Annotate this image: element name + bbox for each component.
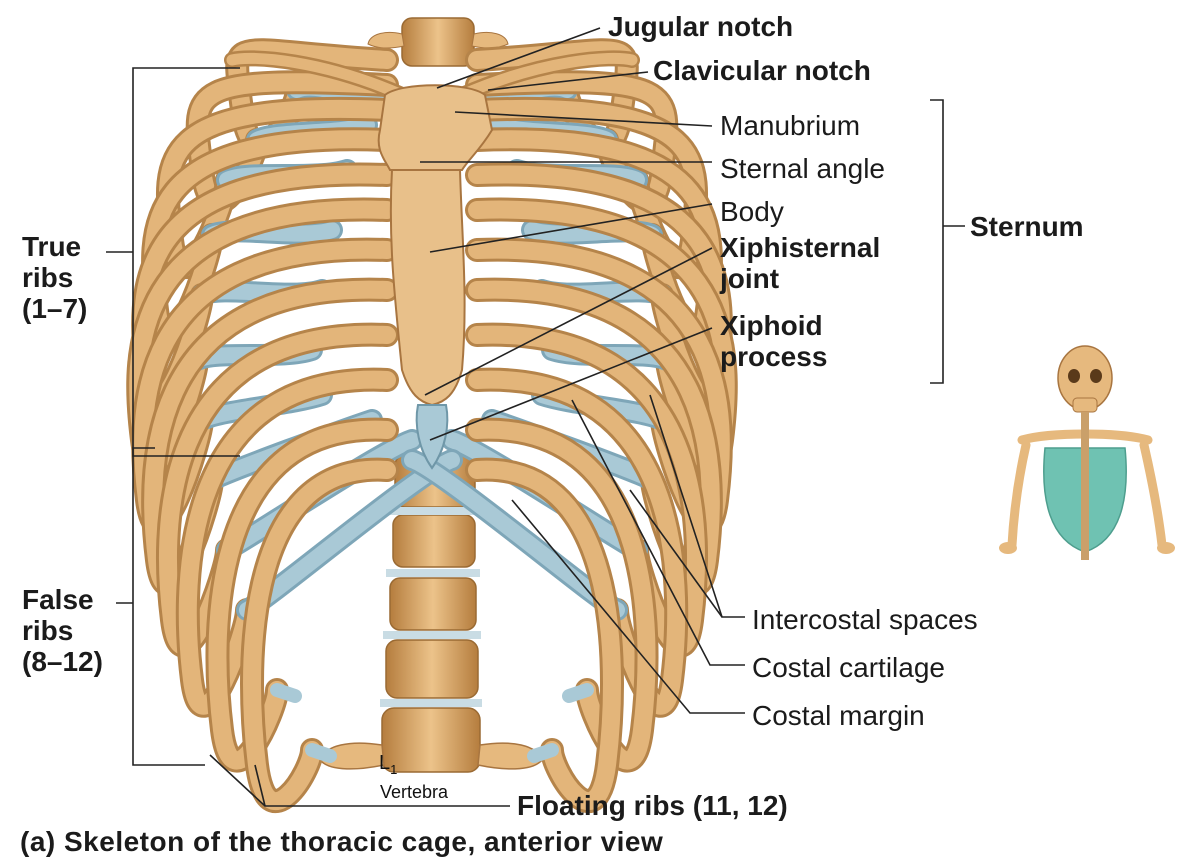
leader-costal-cartilage [571,399,745,666]
rib-12-left [243,460,396,810]
sternum-bone [377,84,494,470]
label-sternal-angle: Sternal angle [720,153,886,184]
leader-costal-margin [511,499,745,714]
label-vertebra: Vertebra [380,782,449,802]
floating-rib-tip-12-right [527,743,559,763]
label-body: Body [720,196,784,227]
label-sternum: Sternum [970,211,1084,242]
leader-xiphoid-process [429,327,713,441]
leader-clavicular-notch [487,71,649,91]
floating-rib-tip-12-left [305,743,337,763]
label-costal-margin: Costal margin [752,700,925,731]
leader-jugular-notch [436,27,601,89]
label-jugular-notch: Jugular notch [608,11,794,42]
figure-caption: (a) Skeleton of the thoracic cage, anter… [20,826,664,857]
label-floating-ribs: Floating ribs (11, 12) [517,790,788,821]
clavicle-left [226,52,408,101]
leader-body [429,203,713,253]
leader-floating-ribs-2 [254,764,266,807]
floating-rib-tip-11-left [270,683,302,703]
rib-10-left [178,370,396,715]
inset-skeleton [999,345,1175,560]
sternum-bracket [930,99,944,384]
label-l1: L1 [379,752,397,777]
false-ribs-bracket [132,447,205,766]
leader-intercostal-2 [629,489,723,618]
floating-rib-tip-11-right [562,683,594,703]
rib-12-right [468,460,621,810]
label-intercostal-spaces: Intercostal spaces [752,604,978,635]
label-costal-cartilage: Costal cartilage [752,652,945,683]
label-clavicular-notch: Clavicular notch [653,55,871,86]
rib-10-right [468,370,686,715]
leader-lines [106,27,965,807]
label-xiphoid-process: Xiphoid process [720,310,828,372]
leader-manubrium [454,111,713,127]
true-ribs-bracket [132,67,240,457]
vertebral-column [319,17,543,773]
label-manubrium: Manubrium [720,110,861,141]
clavicle-right [456,52,638,101]
label-false-ribs: False ribs (8–12) [22,584,103,677]
ribs [126,38,738,813]
leader-xiphisternal-joint [424,247,713,396]
l1-number: 1 [390,762,398,777]
l1-letter: L [379,752,391,774]
label-xiphisternal-joint: Xiphisternal joint [720,232,881,294]
label-true-ribs: True ribs (1–7) [22,231,88,324]
